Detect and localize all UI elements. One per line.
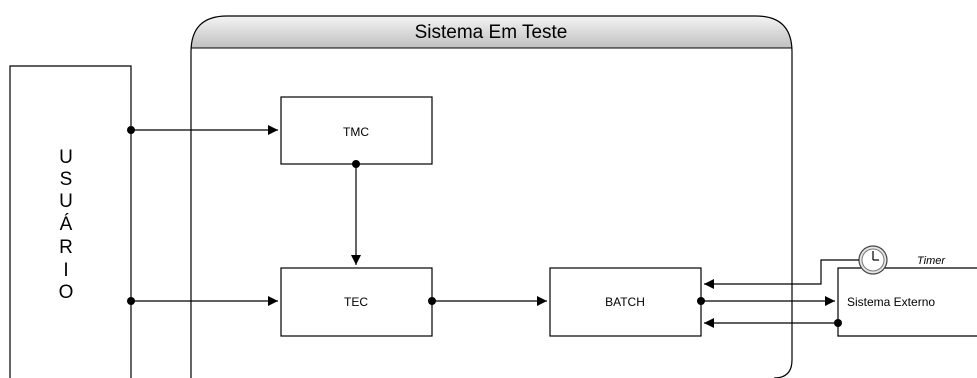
user-letter-0: U bbox=[59, 147, 73, 168]
block-batch-label: BATCH bbox=[605, 295, 645, 309]
block-tec: TEC bbox=[280, 267, 433, 337]
system-title: Sistema Em Teste bbox=[415, 22, 568, 43]
user-letter-6: O bbox=[59, 282, 74, 303]
connector-user-tmc bbox=[127, 125, 278, 135]
user-letter-2: U bbox=[59, 191, 73, 212]
user-letter-3: Á bbox=[60, 214, 73, 235]
connector-batch-external bbox=[697, 296, 835, 306]
system-under-test: Sistema Em Teste bbox=[190, 15, 793, 378]
user-letter-1: S bbox=[60, 169, 73, 190]
block-tec-label: TEC bbox=[344, 295, 368, 309]
connector-external-batch bbox=[704, 318, 842, 328]
user-letter-4: R bbox=[59, 237, 73, 258]
block-external-label: Sistema Externo bbox=[847, 295, 935, 309]
connector-tmc-tec bbox=[351, 160, 361, 265]
system-header bbox=[191, 16, 792, 52]
block-batch: BATCH bbox=[549, 267, 702, 337]
block-tmc-label: TMC bbox=[343, 125, 369, 139]
user-box: U S U Á R I O bbox=[9, 65, 132, 378]
connector-timer-batch bbox=[704, 259, 859, 289]
block-external-system: Sistema Externo bbox=[837, 267, 977, 337]
timer-label: Timer bbox=[917, 255, 946, 267]
system-border bbox=[190, 15, 793, 378]
connector-user-tec bbox=[127, 296, 278, 306]
user-letter-5: I bbox=[63, 260, 68, 281]
clock-icon bbox=[858, 245, 888, 275]
timer: Timer bbox=[858, 245, 946, 275]
connector-tec-batch bbox=[428, 296, 547, 306]
block-tmc: TMC bbox=[280, 96, 433, 165]
